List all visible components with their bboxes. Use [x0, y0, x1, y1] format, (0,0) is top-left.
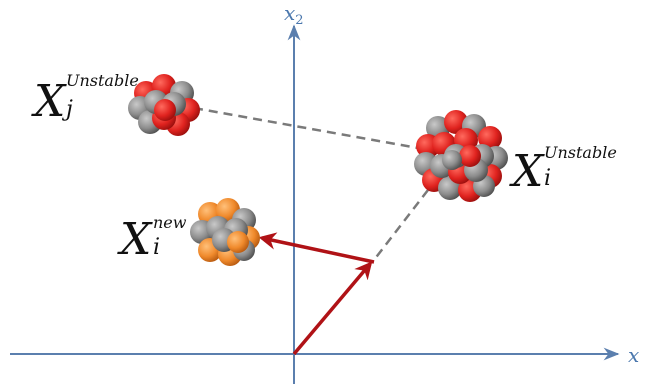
red-vector-from-origin: [292, 261, 373, 356]
svg-text:i: i: [153, 235, 160, 260]
svg-text:Unstable: Unstable: [544, 143, 617, 162]
label-xi-unstable: X Unstable i: [509, 143, 617, 197]
svg-text:Unstable: Unstable: [66, 71, 139, 90]
y-axis-label: x2: [284, 1, 304, 28]
label-xi-new: X new i: [117, 213, 187, 265]
svg-text:X: X: [509, 146, 545, 197]
nucleus-xi-new: [190, 198, 260, 266]
dashed-connector-xi-arrow: [373, 189, 429, 261]
svg-text:new: new: [153, 213, 187, 232]
red-vector-to-new: [258, 232, 375, 264]
label-xj-unstable: X Unstable j: [31, 71, 139, 127]
svg-text:X: X: [31, 76, 67, 127]
svg-text:i: i: [544, 166, 551, 191]
nucleus-xi-unstable: [414, 110, 508, 202]
svg-text:X: X: [117, 214, 153, 265]
nucleus-xj-unstable: [128, 74, 200, 136]
x-axis-label: x: [628, 343, 639, 367]
dashed-connector-xj-xi: [193, 106, 419, 150]
